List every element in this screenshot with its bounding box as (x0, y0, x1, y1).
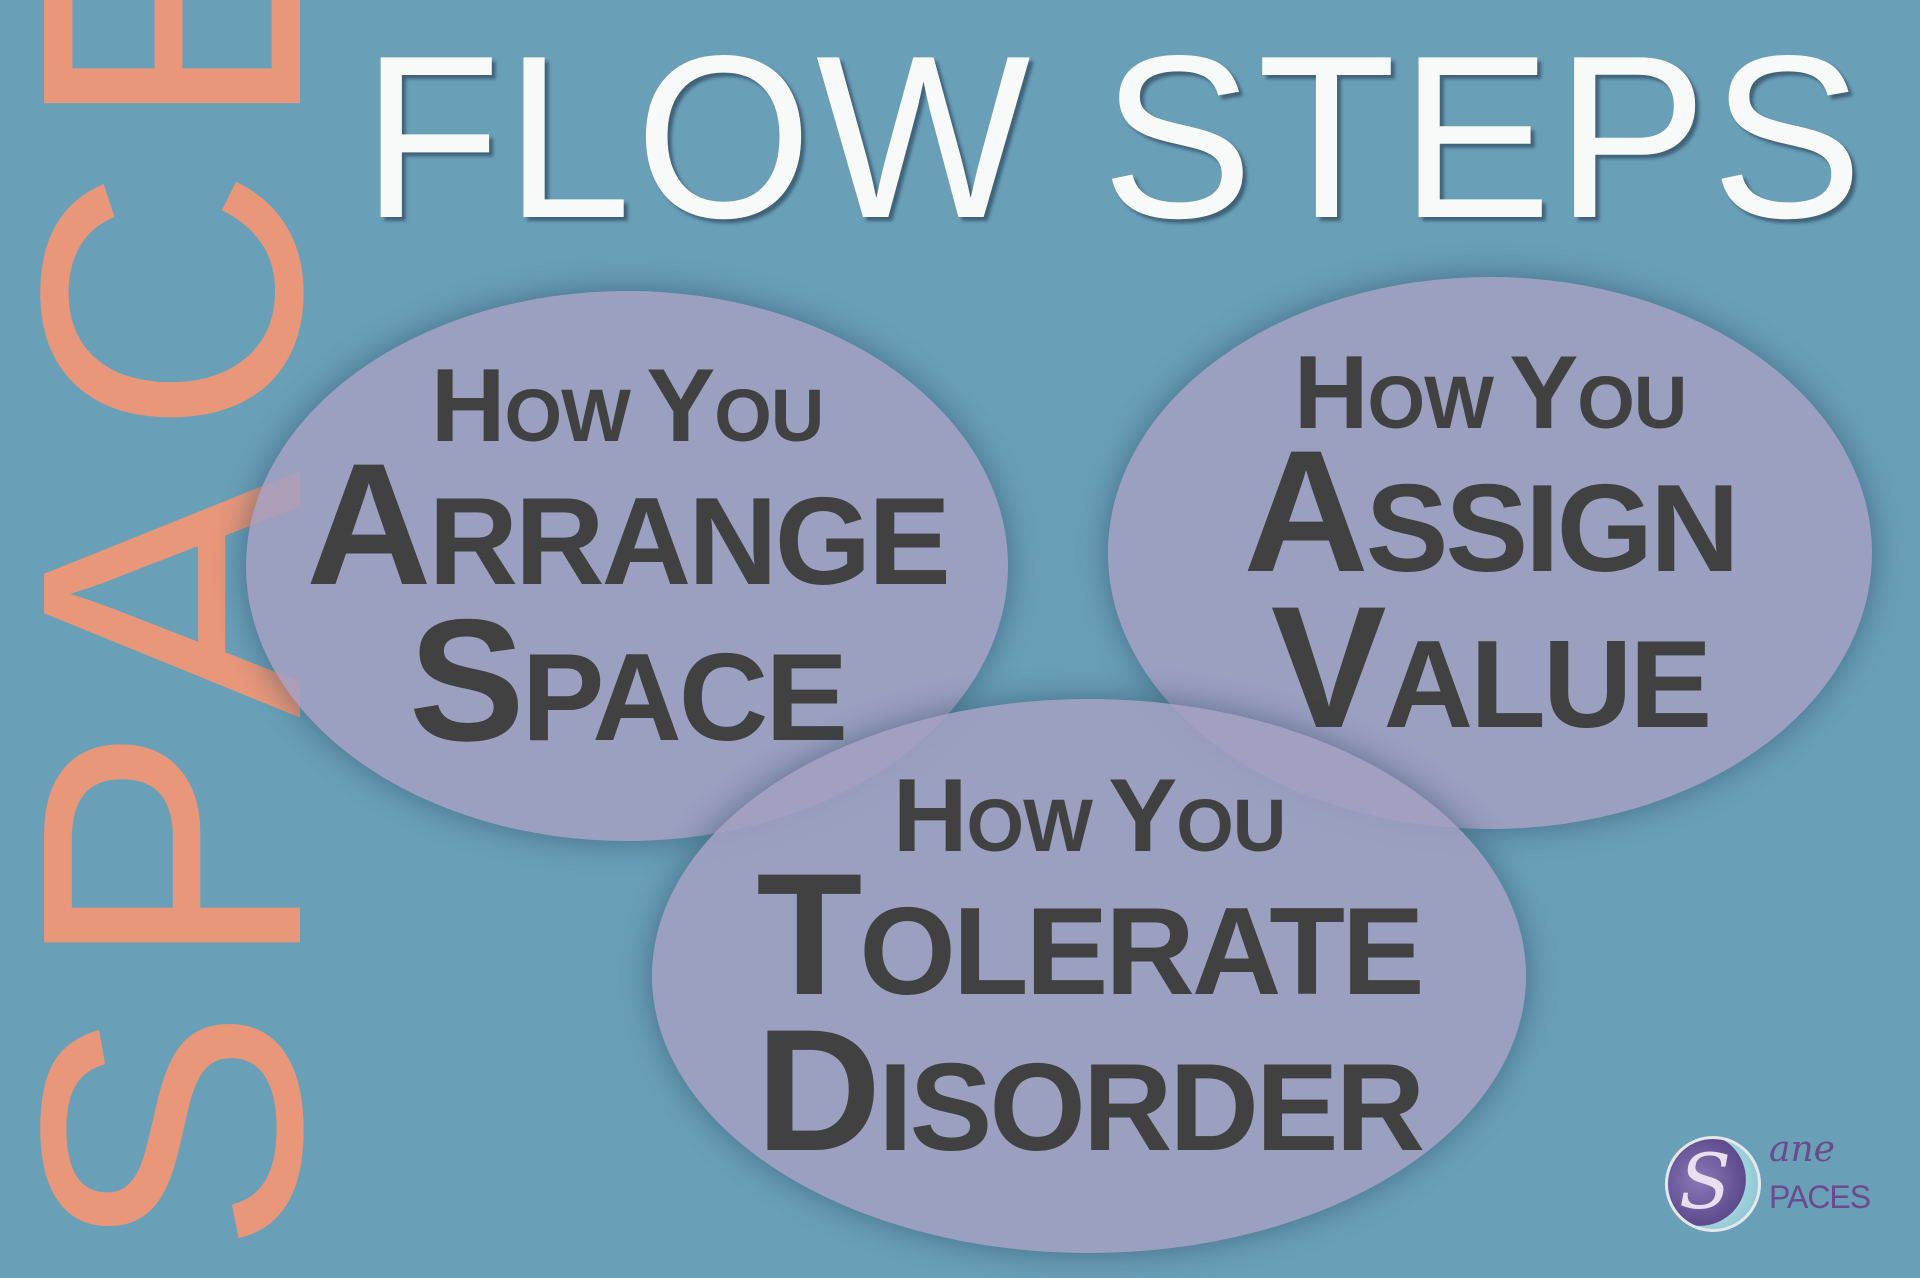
step-main-line: Assign (1243, 413, 1739, 608)
word: How (892, 756, 1093, 873)
logo-script: ane (1769, 1129, 1835, 1170)
word: Value (1270, 569, 1712, 764)
page-title: FLOW STEPS (362, 8, 1867, 267)
step-ellipse-assign-value: HowYou Assign Value (1108, 277, 1872, 829)
word: Disorder (755, 992, 1425, 1187)
step-main-line: Tolerate (756, 836, 1424, 1031)
word: Assign (1243, 413, 1739, 608)
step-ellipse-tolerate-disorder: HowYou Tolerate Disorder (652, 699, 1526, 1253)
logo-initial: S (1679, 1137, 1732, 1226)
step-main-line: Value (1270, 569, 1712, 764)
word: You (1509, 333, 1687, 450)
logo-circle-icon (1665, 1136, 1761, 1232)
step-lead: HowYou (1293, 333, 1688, 450)
word: How (430, 346, 631, 463)
step-ellipse-arrange-space: HowYou Arrange Space (246, 291, 1008, 841)
step-main-line: Space (408, 582, 848, 777)
step-lead: HowYou (430, 346, 825, 463)
word: You (646, 346, 824, 463)
word: Arrange (306, 426, 951, 621)
word: How (1293, 333, 1494, 450)
step-lead: HowYou (892, 756, 1287, 873)
step-main-line: Disorder (755, 992, 1425, 1187)
step-main-line: Arrange (306, 426, 951, 621)
word: Space (408, 582, 848, 777)
word: You (1108, 756, 1286, 873)
word: Tolerate (756, 836, 1424, 1031)
logo-text: PACES (1769, 1179, 1871, 1215)
sane-spaces-logo: S ane PACES (1665, 1130, 1905, 1240)
